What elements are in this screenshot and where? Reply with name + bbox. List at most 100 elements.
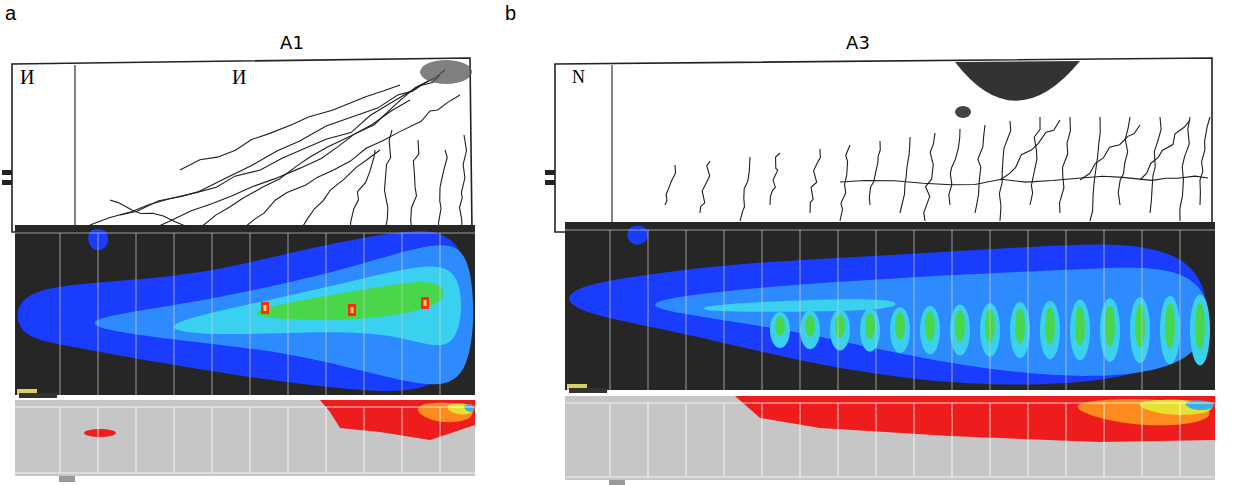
contour-plot (1066, 230, 1067, 390)
damage-plot (364, 407, 365, 473)
sketch-mark: И (232, 66, 246, 88)
damage-plot (1066, 403, 1067, 477)
contour-plot (98, 233, 99, 395)
contour-plot (610, 230, 611, 390)
damage-plot (1180, 403, 1181, 477)
contour-plot (212, 233, 213, 395)
contour-plot (865, 313, 875, 339)
contour-plot (250, 233, 251, 395)
crack-sketch (90, 80, 430, 225)
damage-plot (990, 403, 991, 477)
contour-plot (569, 388, 607, 393)
contour-plot (627, 226, 648, 245)
crack-sketch (2, 58, 472, 232)
contour-plot (914, 230, 915, 390)
crack-sketch (1080, 125, 1140, 180)
crack-sketch (545, 58, 1212, 232)
contour-plot (925, 311, 935, 341)
contour-plot (770, 312, 790, 348)
damage-plot (402, 407, 403, 473)
crack-sketch (840, 176, 1208, 185)
crack-sketch (12, 58, 472, 232)
damage-plot (914, 403, 915, 477)
contour-plot (1190, 294, 1210, 365)
contour-plot (860, 308, 880, 352)
crack-sketch (545, 170, 555, 175)
crack-sketch (955, 106, 971, 118)
crack-sketch (150, 70, 445, 230)
contour-plot (724, 230, 725, 390)
crack-sketch (1180, 117, 1190, 221)
crack-sketch (999, 121, 1010, 221)
specimen-title: A1 (280, 33, 304, 53)
crack-sketch (665, 165, 676, 205)
contour-plot (920, 306, 940, 355)
crack-sketch (1200, 117, 1210, 205)
contour-plot (440, 233, 441, 395)
damage-plot (838, 403, 839, 477)
sketch-mark: N (572, 68, 585, 88)
damage-plot (212, 407, 213, 473)
crack-sketch (955, 61, 1080, 101)
contour-plot (895, 312, 905, 340)
contour-plot (686, 230, 687, 390)
damage-plot (326, 407, 327, 473)
damage-plot (447, 403, 474, 414)
crack-sketch (438, 150, 447, 231)
crack-sketch (869, 141, 880, 205)
contour-plot (174, 233, 175, 395)
crack-sketch (1030, 117, 1040, 205)
damage-plot (1186, 400, 1214, 410)
contour-plot (1105, 305, 1115, 346)
damage-plot (84, 429, 116, 437)
crack-sketch (700, 161, 710, 213)
damage-plot (174, 407, 175, 473)
crack-sketch (1118, 117, 1130, 205)
damage-plot (15, 473, 475, 474)
contour-plot (1070, 299, 1090, 360)
contour-plot (955, 310, 965, 342)
damage-plot (136, 407, 137, 473)
contour-plot (800, 311, 820, 350)
contour-plot (805, 315, 815, 337)
contour-plot (351, 307, 354, 313)
contour-plot (762, 230, 763, 390)
crack-sketch (300, 150, 380, 231)
contour-plot (94, 245, 473, 384)
contour-plot (1160, 296, 1180, 365)
crack-sketch (975, 125, 985, 213)
damage-plot (15, 400, 475, 482)
crack-sketch (810, 149, 820, 213)
contour-plot (1075, 306, 1085, 346)
contour-plot (950, 304, 970, 355)
crack-sketch (384, 130, 392, 231)
contour-plot (876, 230, 877, 390)
crack-sketch (120, 75, 440, 215)
contour-plot (1010, 302, 1030, 358)
damage-plot (762, 403, 763, 477)
crack-sketch (350, 150, 375, 231)
crack-sketch (740, 157, 750, 221)
crack-sketch (555, 58, 1212, 232)
damage-plot (15, 407, 475, 408)
contour-plot (1165, 303, 1175, 348)
contour-plot (990, 230, 991, 390)
crack-sketch (770, 153, 780, 205)
contour-plot (15, 233, 475, 234)
contour-plot (364, 233, 365, 395)
crack-sketch (180, 85, 400, 170)
damage-plot (288, 407, 289, 473)
crack-sketch (611, 65, 612, 232)
contour-plot (952, 230, 953, 390)
damage-plot (59, 476, 75, 482)
contour-plot (19, 393, 57, 398)
crack-sketch (1059, 117, 1070, 213)
contour-plot (835, 314, 845, 338)
crack-sketch (949, 129, 960, 205)
crack-sketch (1140, 120, 1190, 180)
damage-plot (1028, 403, 1029, 477)
damage-plot (1142, 403, 1143, 477)
damage-plot (1104, 403, 1105, 477)
contour-plot (1130, 297, 1150, 363)
